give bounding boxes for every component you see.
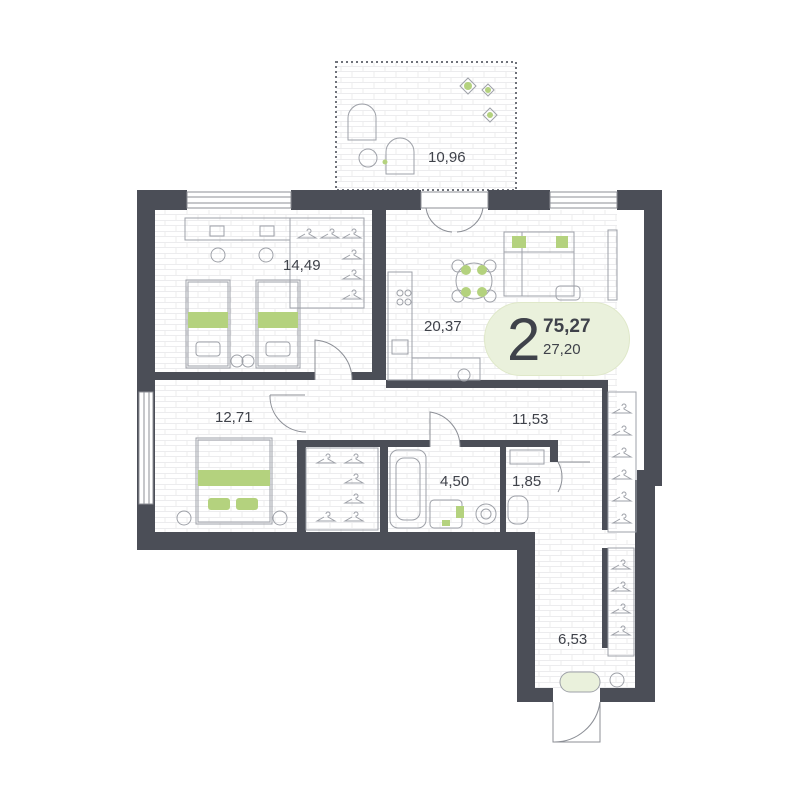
kitchen-living-furniture — [387, 229, 618, 382]
balcony-plants — [382, 82, 493, 165]
bathroom-area-label: 4,50 — [440, 473, 469, 490]
toilet-area-label: 1,85 — [512, 473, 541, 490]
interior-walls — [155, 210, 608, 648]
apartment-summary-badge: 2 75,27 27,20 — [484, 302, 630, 376]
interior-doors — [269, 339, 601, 743]
kids-bedroom-area-label: 14,49 — [283, 257, 321, 274]
balcony-area-label: 10,96 — [428, 149, 466, 166]
kitchen-living-area-label: 20,37 — [424, 318, 462, 335]
master-bedroom-furniture — [176, 437, 379, 531]
corridor-fixtures — [559, 671, 625, 693]
kids-bed-blankets — [188, 312, 298, 328]
windows — [138, 191, 618, 505]
living-area: 27,20 — [543, 341, 581, 358]
total-area: 75,27 — [543, 316, 591, 337]
balcony-furniture — [347, 77, 498, 175]
corridor-wardrobe — [607, 547, 635, 657]
balcony-outline — [335, 61, 517, 191]
balcony-door — [420, 191, 489, 233]
kids-bedroom-furniture — [184, 217, 365, 369]
corridor-area-label: 6,53 — [558, 631, 587, 648]
master-bed-accents — [198, 470, 270, 510]
master-bedroom-area-label: 12,71 — [215, 409, 253, 426]
hallway-area-label: 11,53 — [512, 411, 548, 428]
kitchen-accents — [461, 236, 568, 297]
hallway-wardrobe — [607, 391, 637, 533]
room-count: 2 — [507, 306, 541, 373]
bathroom-accents — [442, 506, 464, 526]
